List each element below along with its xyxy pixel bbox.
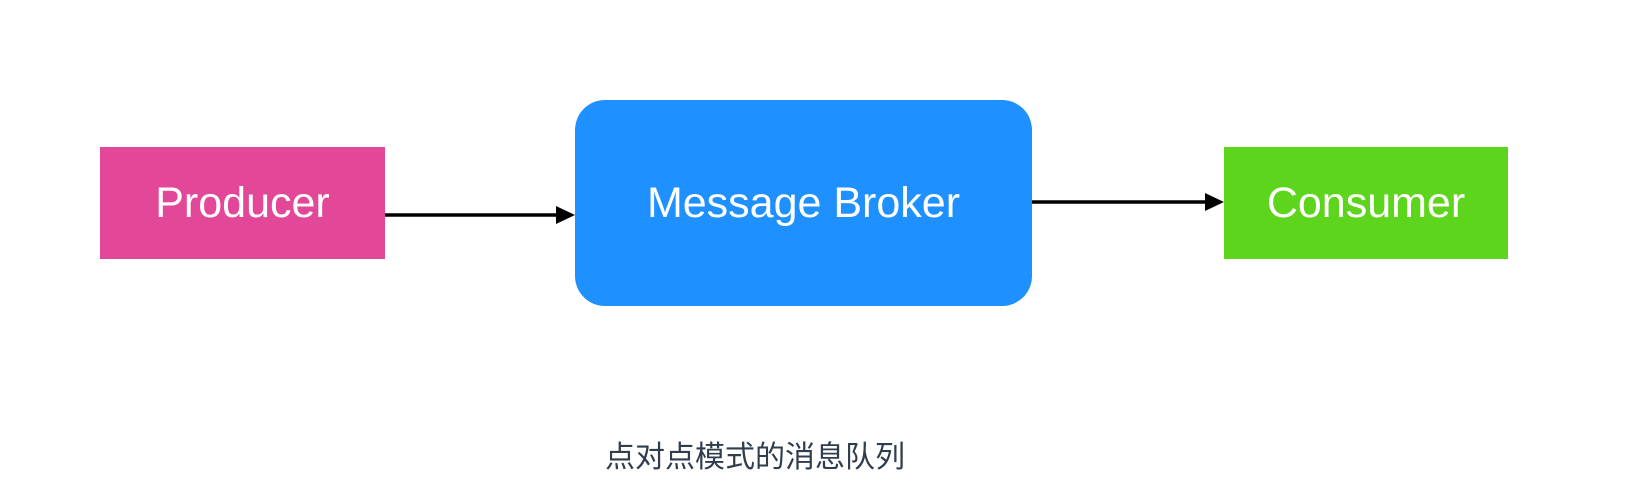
consumer-label: Consumer xyxy=(1266,178,1466,227)
arrow-producer-to-broker xyxy=(385,206,575,224)
diagram-caption: 点对点模式的消息队列 xyxy=(605,440,905,475)
message-broker-label: Message Broker xyxy=(646,178,961,227)
arrow-broker-to-consumer xyxy=(1032,193,1224,211)
producer-label: Producer xyxy=(155,178,330,227)
producer-node: Producer xyxy=(100,147,385,259)
message-broker-node: Message Broker xyxy=(575,100,1032,306)
consumer-node: Consumer xyxy=(1224,147,1508,259)
